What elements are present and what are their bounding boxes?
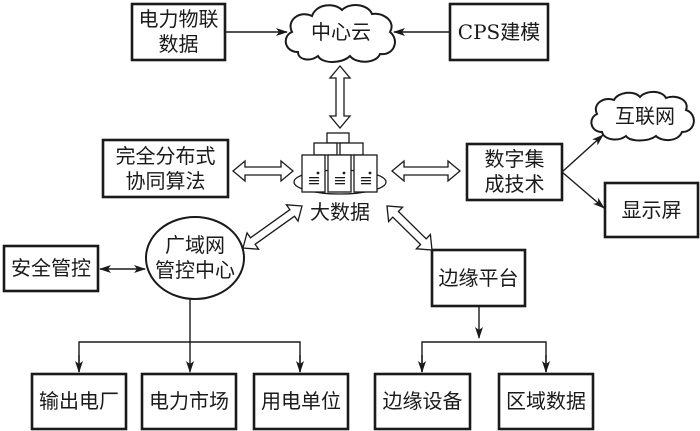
distributed-algo-box: [101, 138, 230, 199]
hollow-arrow-bigdata-wan: [242, 204, 303, 250]
iot-data-box: [130, 2, 227, 62]
hollow-arrow-bigdata-digital: [390, 159, 462, 183]
digital-integration-box: [465, 142, 564, 202]
edge-platform-box: [430, 248, 527, 308]
power-market-box: [140, 372, 238, 431]
central-cloud-shape: [284, 4, 396, 63]
internet-cloud-shape: [590, 90, 695, 142]
wan-control-center-shape: [145, 216, 245, 300]
display-box: [603, 181, 700, 239]
hollow-arrow-algo-bigdata: [231, 159, 295, 183]
arrow-digital-to-internet: [561, 134, 604, 173]
edge-branch: [421, 341, 547, 372]
edge-device-box: [373, 372, 472, 431]
hollow-arrow-cloud-bigdata: [328, 64, 352, 130]
power-plant-box: [30, 372, 128, 431]
regional-data-box: [497, 372, 595, 431]
cps-modeling-box: [448, 2, 550, 62]
security-control-box: [2, 244, 100, 293]
arrow-digital-to-display: [561, 171, 605, 209]
power-consumer-box: [252, 372, 350, 431]
hollow-arrow-bigdata-edge: [386, 205, 433, 251]
server-cluster-icon: [293, 132, 387, 195]
